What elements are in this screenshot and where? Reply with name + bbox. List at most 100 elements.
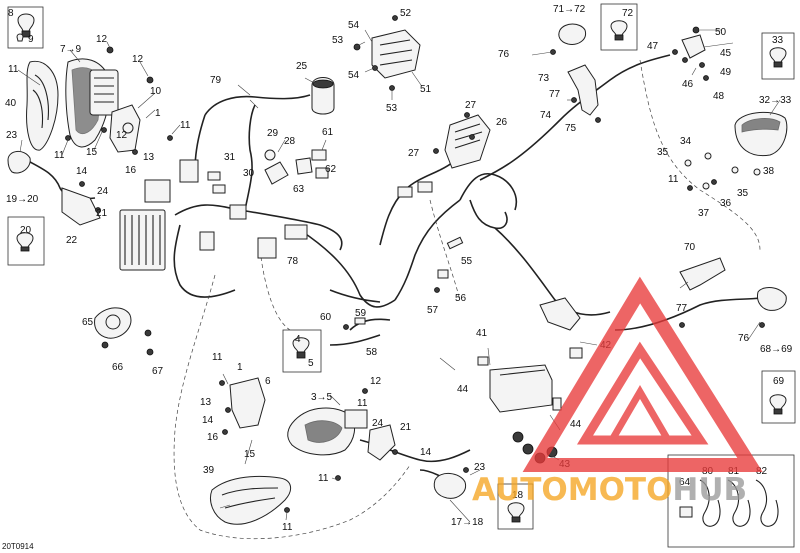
- center-components: [207, 15, 491, 330]
- label-65: 65: [82, 317, 94, 328]
- label-32-33: 32→33: [759, 95, 792, 106]
- label-79: 79: [210, 75, 222, 86]
- label-12d: 12: [370, 376, 382, 387]
- label-27a: 27: [465, 100, 477, 111]
- label-11c: 11: [54, 150, 65, 161]
- label-19-20: 19→20: [6, 194, 39, 205]
- label-24b: 24: [372, 418, 384, 429]
- label-50: 50: [715, 27, 727, 38]
- label-64: 64: [679, 477, 691, 488]
- label-16b: 16: [207, 432, 219, 443]
- label-1b: 1: [237, 362, 243, 373]
- label-11d: 11: [668, 174, 679, 185]
- label-76b: 76: [738, 333, 750, 344]
- label-16a: 16: [125, 165, 137, 176]
- label-76a: 76: [498, 49, 510, 60]
- label-48: 48: [713, 91, 725, 102]
- label-13a: 13: [143, 152, 155, 163]
- label-75: 75: [565, 123, 577, 134]
- label-68-69: 68→69: [760, 344, 793, 355]
- label-57: 57: [427, 305, 439, 316]
- label-71-72: 71→72: [553, 4, 586, 15]
- label-46: 46: [682, 79, 694, 90]
- label-11a: 11: [8, 64, 19, 75]
- label-30: 30: [243, 168, 255, 179]
- label-66: 66: [112, 362, 124, 373]
- label-35a: 35: [657, 147, 669, 158]
- label-15a: 15: [86, 147, 98, 158]
- label-77a: 77: [549, 89, 561, 100]
- label-78: 78: [287, 256, 299, 267]
- label-10: 10: [150, 86, 162, 97]
- label-60: 60: [320, 312, 332, 323]
- leader-lines: [17, 29, 781, 523]
- label-37: 37: [698, 208, 710, 219]
- label-59: 59: [355, 308, 367, 319]
- label-11b: 11: [180, 120, 191, 131]
- label-72: 72: [622, 8, 634, 19]
- label-58: 58: [366, 347, 378, 358]
- label-11e: 11: [212, 352, 223, 363]
- label-41: 41: [476, 328, 488, 339]
- label-44b: 44: [570, 419, 582, 430]
- label-17-18: 17→18: [451, 517, 484, 528]
- diagram-code: 20T0914: [2, 542, 34, 551]
- label-14a: 14: [76, 166, 88, 177]
- label-38: 38: [763, 166, 775, 177]
- label-23b: 23: [474, 462, 486, 473]
- label-14c: 14: [420, 447, 432, 458]
- label-51: 51: [420, 84, 432, 95]
- label-12c: 12: [116, 130, 128, 141]
- label-8: 8: [8, 8, 14, 19]
- left-side-components: [7, 6, 308, 356]
- label-62: 62: [325, 164, 337, 175]
- label-67: 67: [152, 366, 164, 377]
- label-15b: 15: [244, 449, 256, 460]
- label-25: 25: [296, 61, 308, 72]
- label-5: 5: [308, 358, 314, 369]
- label-47: 47: [647, 41, 659, 52]
- label-54b: 54: [348, 70, 360, 81]
- label-11h: 11: [282, 522, 293, 533]
- label-18: 18: [512, 490, 524, 501]
- label-23a: 23: [6, 130, 18, 141]
- label-27b: 27: [408, 148, 420, 159]
- label-36: 36: [720, 198, 732, 209]
- label-73: 73: [538, 73, 550, 84]
- label-28: 28: [284, 136, 296, 147]
- label-53a: 53: [332, 35, 344, 46]
- label-33: 33: [772, 35, 784, 46]
- label-53b: 53: [386, 103, 398, 114]
- label-13b: 13: [200, 397, 212, 408]
- label-54a: 54: [348, 20, 360, 31]
- label-24a: 24: [97, 186, 109, 197]
- label-12b: 12: [132, 54, 144, 65]
- label-34: 34: [680, 136, 692, 147]
- headlight-assembly: [210, 329, 398, 525]
- label-4: 4: [295, 334, 301, 345]
- label-44a: 44: [457, 384, 469, 395]
- label-31: 31: [224, 152, 236, 163]
- watermark-logo: AUTOMOTOHUB: [472, 276, 763, 508]
- label-63: 63: [293, 184, 305, 195]
- label-49: 49: [720, 67, 732, 78]
- label-56: 56: [455, 293, 467, 304]
- label-11g: 11: [318, 473, 329, 484]
- label-20: 20: [20, 225, 32, 236]
- label-69: 69: [773, 376, 785, 387]
- label-11f: 11: [357, 398, 368, 409]
- label-26: 26: [496, 117, 508, 128]
- label-52: 52: [400, 8, 412, 19]
- label-7-9: 7→9: [60, 44, 82, 55]
- right-side-components: [433, 3, 796, 548]
- label-77b: 77: [676, 303, 688, 314]
- label-6: 6: [265, 376, 271, 387]
- main-wiring-harness: [173, 54, 761, 540]
- label-55: 55: [461, 256, 473, 267]
- label-21: 21: [96, 208, 108, 219]
- label-39: 39: [203, 465, 215, 476]
- label-9: 9: [28, 34, 34, 45]
- label-1a: 1: [155, 108, 161, 119]
- label-61: 61: [322, 127, 334, 138]
